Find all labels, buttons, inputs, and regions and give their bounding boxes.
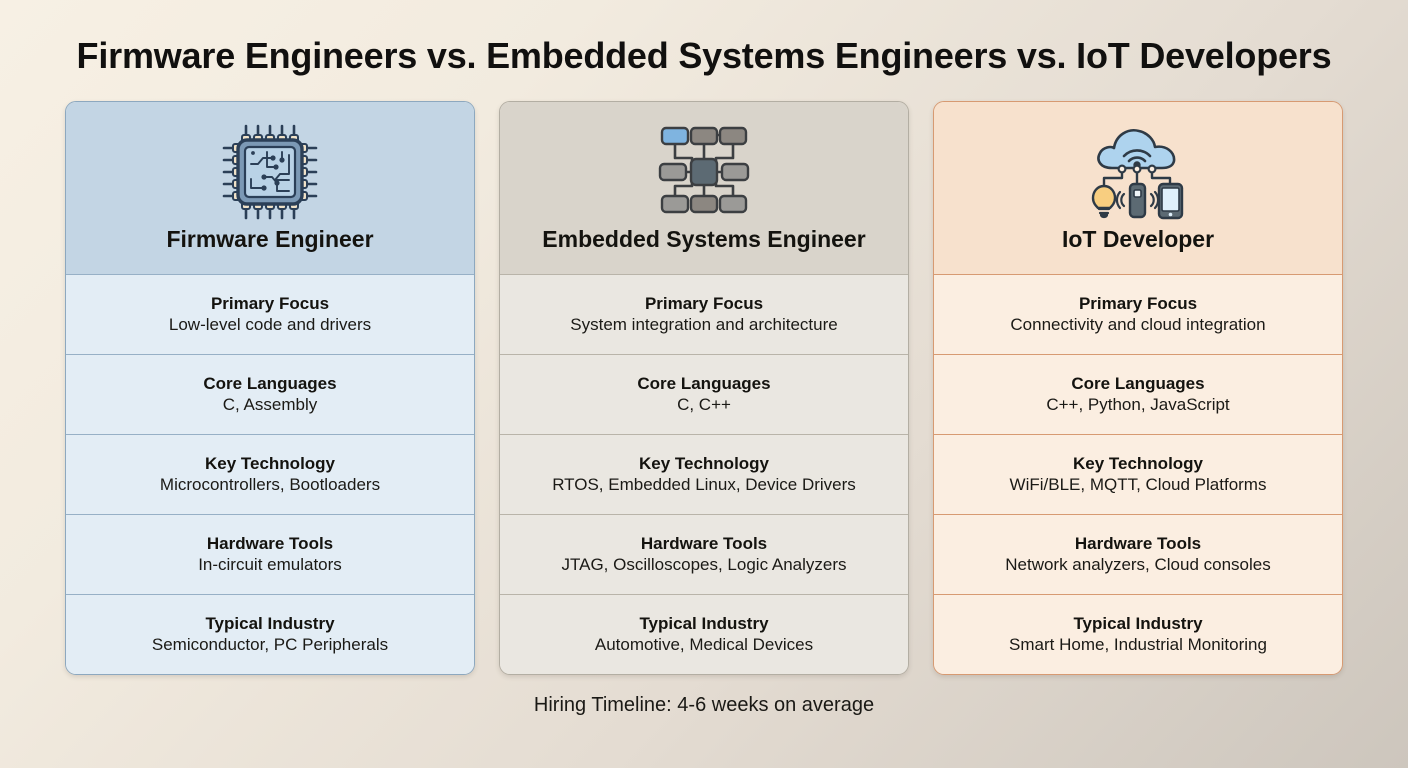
card-iot-developer: IoT Developer Primary Focus Connectivity…	[933, 100, 1343, 675]
row-value: Low-level code and drivers	[168, 314, 372, 334]
table-row: Typical Industry Semiconductor, PC Perip…	[66, 593, 474, 674]
table-row: Key Technology RTOS, Embedded Linux, Dev…	[500, 433, 908, 514]
comparison-cards: Firmware Engineer Primary Focus Low-leve…	[65, 100, 1343, 675]
table-row: Primary Focus Low-level code and drivers	[66, 273, 474, 354]
table-row: Typical Industry Automotive, Medical Dev…	[500, 593, 908, 674]
row-label: Typical Industry	[1073, 613, 1203, 633]
row-value: Automotive, Medical Devices	[594, 634, 814, 654]
row-label: Key Technology	[204, 453, 336, 473]
table-row: Core Languages C++, Python, JavaScript	[934, 353, 1342, 434]
table-row: Key Technology Microcontrollers, Bootloa…	[66, 433, 474, 514]
row-value: Network analyzers, Cloud consoles	[1005, 554, 1271, 574]
row-label: Hardware Tools	[206, 533, 334, 553]
card-header-firmware: Firmware Engineer	[66, 101, 474, 274]
row-label: Typical Industry	[639, 613, 769, 633]
row-label: Hardware Tools	[1074, 533, 1202, 553]
row-label: Core Languages	[203, 373, 337, 393]
table-row: Hardware Tools Network analyzers, Cloud …	[934, 513, 1342, 594]
row-value: System integration and architecture	[570, 314, 838, 334]
table-row: Hardware Tools JTAG, Oscilloscopes, Logi…	[500, 513, 908, 594]
row-value: C, C++	[677, 394, 731, 414]
row-label: Primary Focus	[644, 293, 764, 313]
row-label: Core Languages	[637, 373, 771, 393]
row-value: WiFi/BLE, MQTT, Cloud Platforms	[1009, 474, 1267, 494]
row-label: Key Technology	[638, 453, 770, 473]
row-value: Microcontrollers, Bootloaders	[159, 474, 381, 494]
row-value: RTOS, Embedded Linux, Device Drivers	[552, 474, 856, 494]
row-label: Primary Focus	[1078, 293, 1198, 313]
network-nodes-icon	[654, 120, 754, 224]
cloud-devices-icon	[1086, 120, 1190, 224]
table-row: Typical Industry Smart Home, Industrial …	[934, 593, 1342, 674]
table-row: Core Languages C, Assembly	[66, 353, 474, 434]
row-value: JTAG, Oscilloscopes, Logic Analyzers	[561, 554, 847, 574]
card-firmware-engineer: Firmware Engineer Primary Focus Low-leve…	[65, 100, 475, 675]
table-row: Key Technology WiFi/BLE, MQTT, Cloud Pla…	[934, 433, 1342, 514]
row-value: Smart Home, Industrial Monitoring	[1009, 634, 1267, 654]
row-value: C++, Python, JavaScript	[1046, 394, 1230, 414]
card-title-iot: IoT Developer	[1061, 225, 1215, 252]
card-embedded-systems-engineer: Embedded Systems Engineer Primary Focus …	[499, 100, 909, 675]
row-label: Core Languages	[1071, 373, 1205, 393]
card-title-embedded: Embedded Systems Engineer	[542, 225, 866, 252]
page-title: Firmware Engineers vs. Embedded Systems …	[76, 35, 1332, 76]
hiring-timeline-note: Hiring Timeline: 4-6 weeks on average	[533, 693, 875, 716]
table-row: Hardware Tools In-circuit emulators	[66, 513, 474, 594]
row-label: Typical Industry	[205, 613, 335, 633]
card-title-firmware: Firmware Engineer	[166, 225, 374, 252]
table-row: Primary Focus System integration and arc…	[500, 273, 908, 354]
row-value: Semiconductor, PC Peripherals	[151, 634, 389, 654]
table-row: Core Languages C, C++	[500, 353, 908, 434]
table-row: Primary Focus Connectivity and cloud int…	[934, 273, 1342, 354]
row-label: Primary Focus	[210, 293, 330, 313]
card-header-embedded: Embedded Systems Engineer	[500, 101, 908, 274]
row-label: Hardware Tools	[640, 533, 768, 553]
microchip-icon	[220, 120, 320, 224]
card-header-iot: IoT Developer	[934, 101, 1342, 274]
row-label: Key Technology	[1072, 453, 1204, 473]
row-value: In-circuit emulators	[198, 554, 342, 574]
row-value: Connectivity and cloud integration	[1010, 314, 1266, 334]
row-value: C, Assembly	[222, 394, 318, 414]
